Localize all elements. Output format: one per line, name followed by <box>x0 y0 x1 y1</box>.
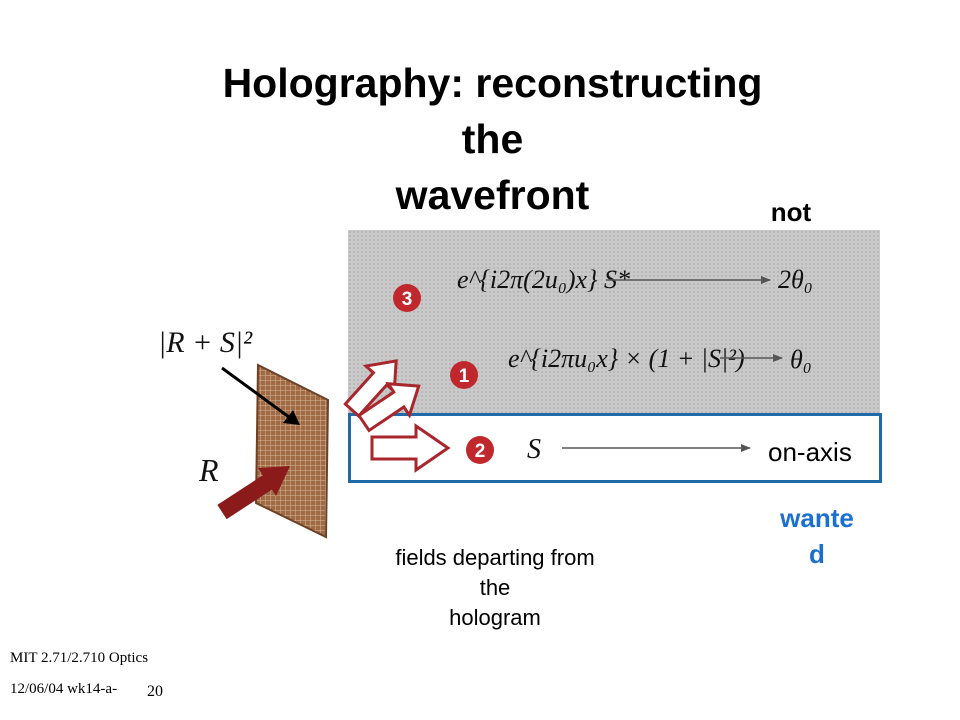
intensity-label: |R + S|² <box>158 326 253 359</box>
wanted-line-1: wante <box>780 503 854 533</box>
slide-title: Holography: reconstructing the wavefront <box>150 55 835 223</box>
beam-1-field: e^{i2πu₀x} × (1 + |S|²) <box>508 344 745 373</box>
beam-3-angle: 2θ₀ <box>778 265 813 294</box>
wanted-line-2: d <box>809 539 825 569</box>
beam-2-field: S <box>527 434 541 465</box>
beam-3-field: e^{i2π(2u₀)x} S* <box>457 265 630 294</box>
svg-text:2: 2 <box>475 441 486 462</box>
svg-text:3: 3 <box>402 289 413 310</box>
caption-line-3: hologram <box>449 605 541 630</box>
reference-label: R <box>198 452 219 488</box>
svg-text:1: 1 <box>459 366 470 387</box>
hologram-plate <box>254 363 330 539</box>
beam-1-angle: θ₀ <box>790 345 812 374</box>
intensity-arrowhead <box>283 410 300 425</box>
reference-arrowhead <box>258 466 290 496</box>
fields-caption: fields departing from the hologram <box>360 543 630 633</box>
beam-1-arrow <box>356 382 421 433</box>
caption-line-1: fields departing from <box>395 545 595 570</box>
footer-course: MIT 2.71/2.710 Optics <box>10 650 149 666</box>
title-line-3: wavefront <box>395 172 590 218</box>
footer-date: 12/06/04 wk14-a- <box>10 681 118 697</box>
marker-3: 3 <box>393 284 421 312</box>
beam-2-arrow <box>370 423 451 473</box>
title-line-2: the <box>461 116 524 162</box>
marker-2: 2 <box>466 436 494 464</box>
reference-arrow <box>217 474 273 520</box>
unwanted-beams-panel <box>348 230 880 413</box>
not-wanted-line-1: not <box>770 197 812 227</box>
intensity-arrow <box>221 366 294 422</box>
page-number: 20 <box>147 683 163 700</box>
on-axis-label: on-axis <box>768 437 852 467</box>
wanted-label: wante d <box>752 500 882 572</box>
marker-1: 1 <box>450 361 478 389</box>
caption-line-2: the <box>479 575 511 600</box>
title-line-1: Holography: reconstructing <box>222 60 763 106</box>
